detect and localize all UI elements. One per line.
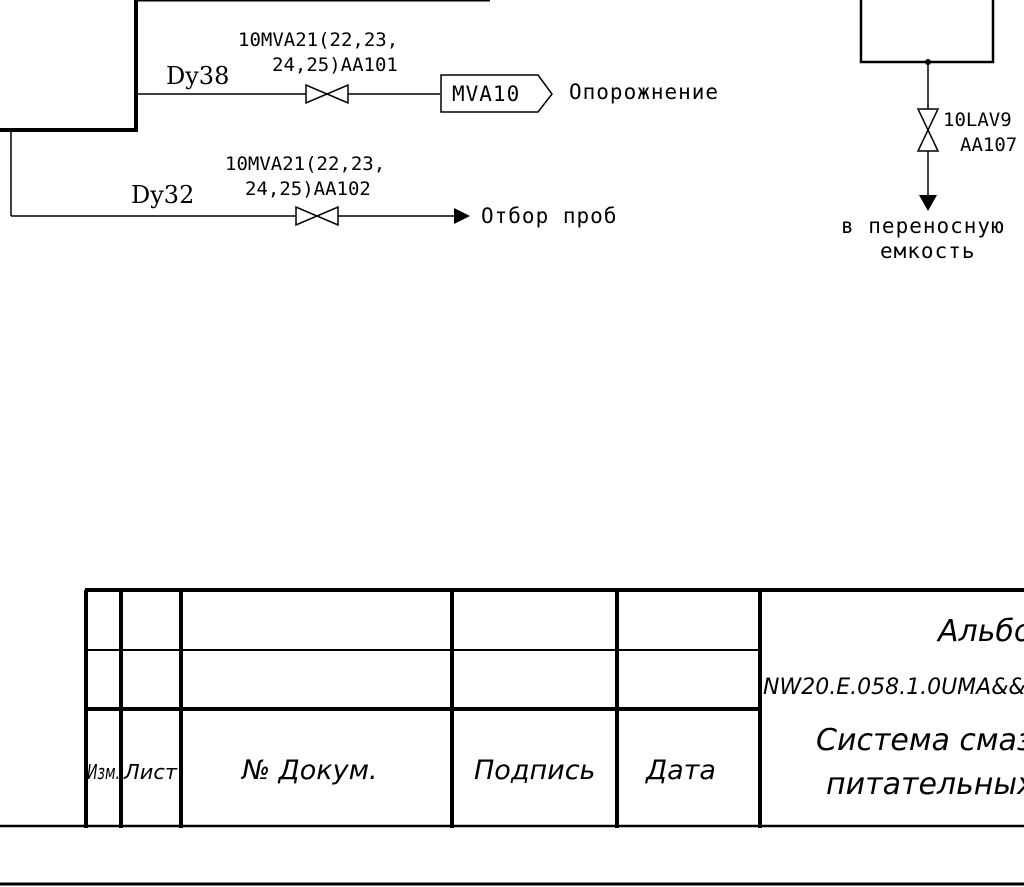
tb-album-label: Альбом [936,614,1024,649]
valve-tag-aa107-line2: AA107 [960,134,1017,156]
branch-dy32: Dy32 10MVA21(22,23, 24,25)AA102 Отбор пр… [10,130,617,228]
flow-arrow-down-icon [919,195,937,211]
tb-doc-code: NW20.E.058.1.0UMA&& [763,675,1024,700]
main-header-pipe [0,0,490,132]
destination-drain: Опорожнение [569,80,719,104]
gate-valve-aa101-icon [305,83,349,105]
gate-valve-aa102-icon [295,205,339,227]
destination-portable-tank-line1: в переносную [841,214,1005,238]
ref-box-mva10-label: MVA10 [452,82,520,106]
tank-drain-right: 10LAV9 AA107 в переносную емкость [841,0,1017,263]
pipe-label-dy32: Dy32 [131,181,194,209]
valve-tag-aa101-line2: 24,25)AA101 [272,54,398,76]
tb-col-list: Лист [123,760,178,784]
pipe-label-dy38: Dy38 [166,62,229,90]
destination-portable-tank-line2: емкость [880,239,976,263]
tb-title-line2: питательных [826,767,1024,802]
tb-title-line1: Система смазки [816,723,1024,758]
flow-arrow-sampling-icon [454,208,470,224]
branch-dy38: Dy38 10MVA21(22,23, 24,25)AA101 MVA10 Оп… [136,29,719,113]
valve-tag-aa107-line1: 10LAV9 [943,109,1012,131]
tb-col-izm: Изм. [87,760,120,784]
ref-box-mva10: MVA10 [440,74,553,113]
gate-valve-aa107-icon [916,108,940,152]
valve-tag-aa102-line1: 10MVA21(22,23, [225,153,385,175]
tb-col-doc: № Докум. [240,755,378,786]
destination-sampling: Отбор проб [481,204,617,228]
title-block [0,588,1024,886]
tank-outline [859,0,995,64]
valve-tag-aa101-line1: 10MVA21(22,23, [238,29,398,51]
tb-col-date: Дата [645,755,716,786]
tb-col-sign: Подпись [474,755,595,786]
valve-tag-aa102-line2: 24,25)AA102 [245,178,371,200]
